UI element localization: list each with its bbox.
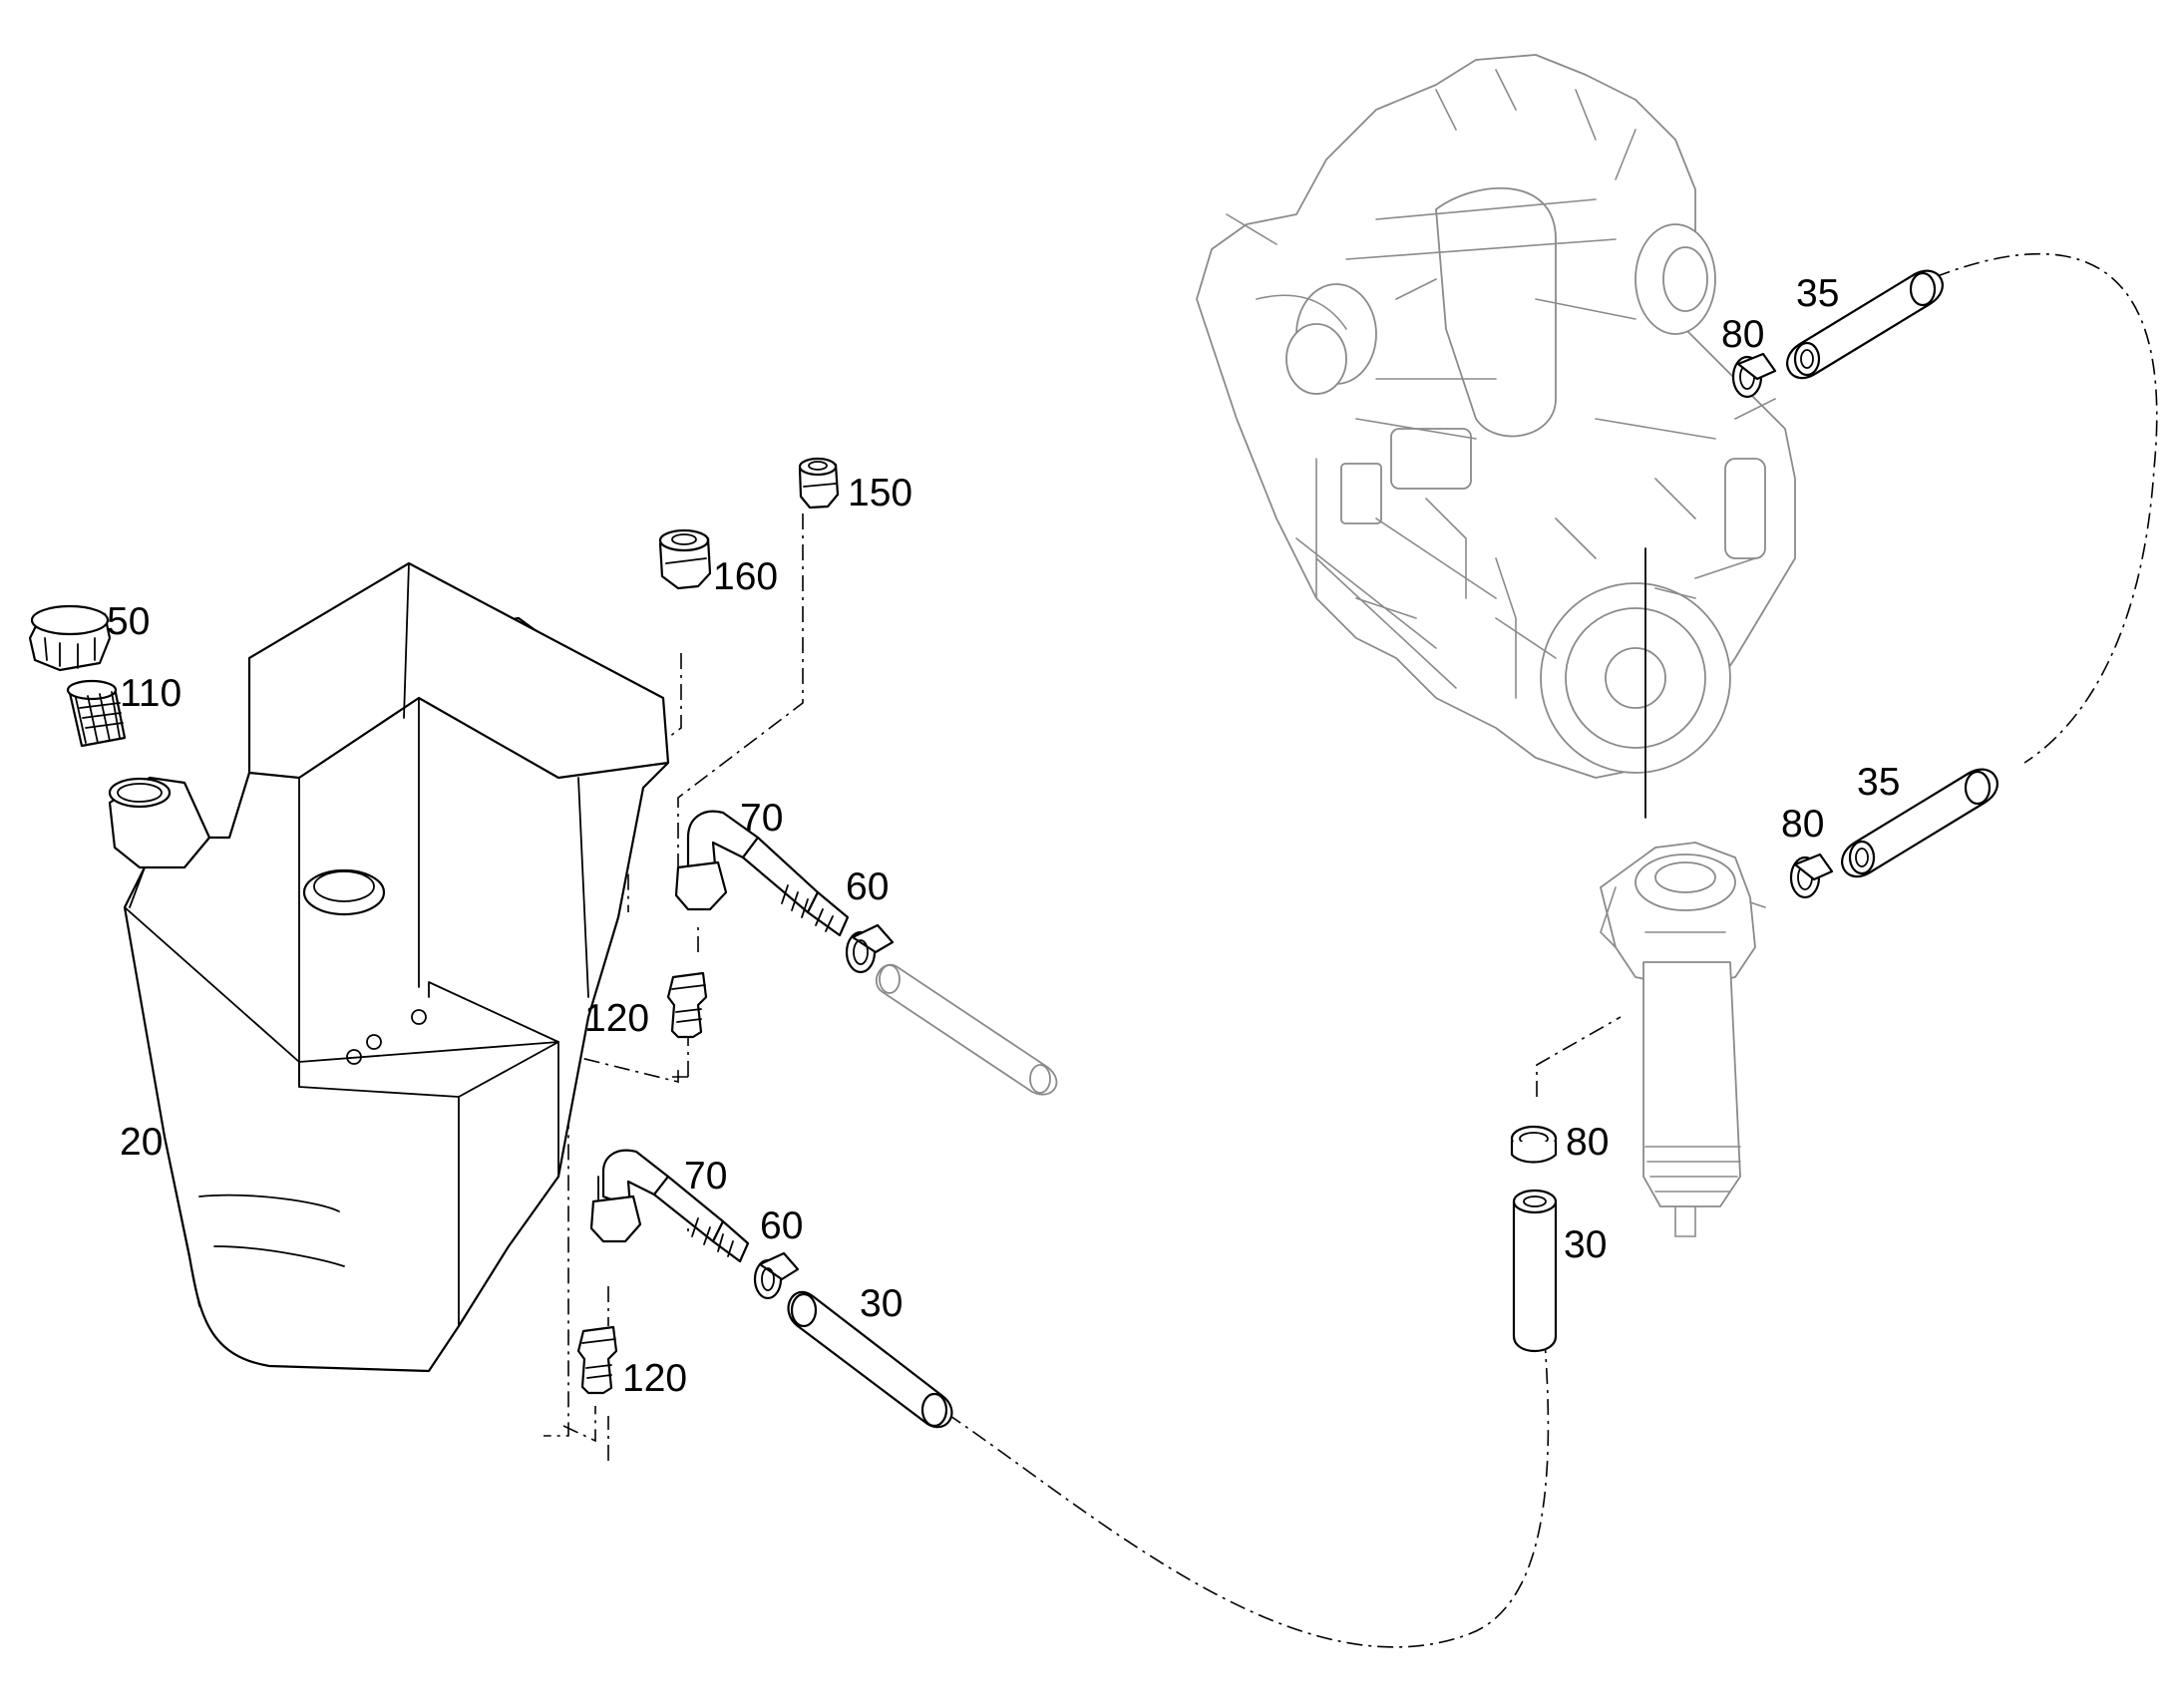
hose-clamp-upper <box>845 923 895 974</box>
callout-60-lower: 60 <box>760 1204 803 1247</box>
hose-35-upper <box>1786 269 1944 380</box>
callout-30-lower: 30 <box>860 1282 903 1325</box>
callout-120-lower: 120 <box>622 1357 687 1400</box>
callout-30-vertical: 30 <box>1564 1223 1607 1266</box>
callout-20: 20 <box>120 1121 163 1164</box>
nipple-fitting-lower <box>576 1325 618 1395</box>
fuel-tank <box>123 561 670 1373</box>
fuel-filter <box>1600 842 1766 1237</box>
callout-120-upper: 120 <box>584 997 649 1040</box>
elbow-fitting-lower <box>589 1149 750 1263</box>
filler-neck <box>108 776 211 869</box>
callout-70-lower: 70 <box>684 1155 727 1197</box>
hose-upper <box>875 963 1058 1096</box>
callout-labels: 35 80 150 160 50 110 70 60 120 20 35 80 … <box>107 272 1900 1400</box>
hose-35-middle <box>1841 768 1998 878</box>
hose-clamp-80-lower <box>1510 1125 1558 1164</box>
hose-clamp-80-middle <box>1789 853 1834 899</box>
plug-150 <box>798 457 840 510</box>
hose-clamp-lower <box>753 1251 800 1300</box>
hose-30-vertical <box>1512 1189 1558 1353</box>
plug-160 <box>658 528 712 590</box>
hose-clamp-80-upper <box>1731 352 1777 399</box>
elbow-fitting-upper <box>674 810 850 937</box>
hose-lower <box>787 1290 953 1429</box>
strainer <box>66 679 127 748</box>
callout-35-middle: 35 <box>1857 761 1900 804</box>
callout-160: 160 <box>713 555 778 598</box>
callout-80-lower: 80 <box>1566 1121 1609 1164</box>
callout-80-upper: 80 <box>1721 313 1764 356</box>
callout-150: 150 <box>848 472 912 514</box>
callout-110: 110 <box>120 672 182 715</box>
callout-70-upper: 70 <box>740 797 783 840</box>
callout-60-upper: 60 <box>846 865 889 908</box>
callout-50: 50 <box>107 600 150 643</box>
fuel-cap <box>28 604 112 672</box>
engine-illustration <box>1196 54 1796 779</box>
callout-80-middle: 80 <box>1781 803 1824 846</box>
callout-35-upper: 35 <box>1796 272 1839 315</box>
nipple-fitting-upper <box>666 971 708 1039</box>
